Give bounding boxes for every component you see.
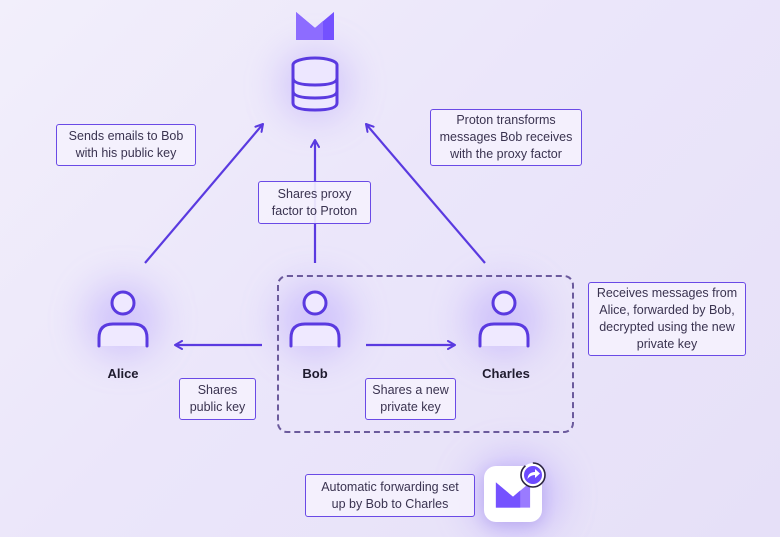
label-sends-emails-text: Sends emails to Bob with his public key	[68, 129, 184, 160]
bob-charles-group	[277, 275, 574, 433]
label-shares-private-key-text: Shares a new private key	[372, 383, 449, 414]
label-proton-transforms: Proton transforms messages Bob receives …	[430, 109, 582, 166]
label-auto-forwarding-text: Automatic forwarding set up by Bob to Ch…	[321, 479, 459, 511]
bob-user-icon	[289, 290, 341, 348]
label-auto-forwarding: Automatic forwarding set up by Bob to Ch…	[305, 474, 475, 517]
bob-name: Bob	[302, 366, 328, 381]
charles-user-icon	[478, 290, 530, 348]
arrow-charles-to-server	[365, 122, 486, 264]
arrow-alice-to-server	[144, 123, 264, 264]
proton-mail-app-logo-icon	[495, 482, 531, 508]
label-sends-emails: Sends emails to Bob with his public key	[56, 124, 196, 166]
forward-arrow-icon	[520, 462, 546, 488]
alice-name: Alice	[107, 366, 139, 381]
label-shares-public-key: Shares public key	[179, 378, 256, 420]
charles-name: Charles	[482, 366, 530, 381]
label-proton-transforms-text: Proton transforms messages Bob receives …	[439, 113, 573, 161]
database-icon	[291, 56, 339, 112]
proton-mail-logo-icon	[296, 12, 334, 40]
alice-user-icon	[97, 290, 149, 348]
label-shares-proxy: Shares proxy factor to Proton	[258, 181, 371, 224]
label-receives-messages-text: Receives messages from Alice, forwarded …	[596, 286, 738, 351]
label-receives-messages: Receives messages from Alice, forwarded …	[588, 282, 746, 356]
label-shares-public-key-text: Shares public key	[189, 383, 246, 414]
label-shares-private-key: Shares a new private key	[365, 378, 456, 420]
label-shares-proxy-text: Shares proxy factor to Proton	[271, 186, 358, 218]
